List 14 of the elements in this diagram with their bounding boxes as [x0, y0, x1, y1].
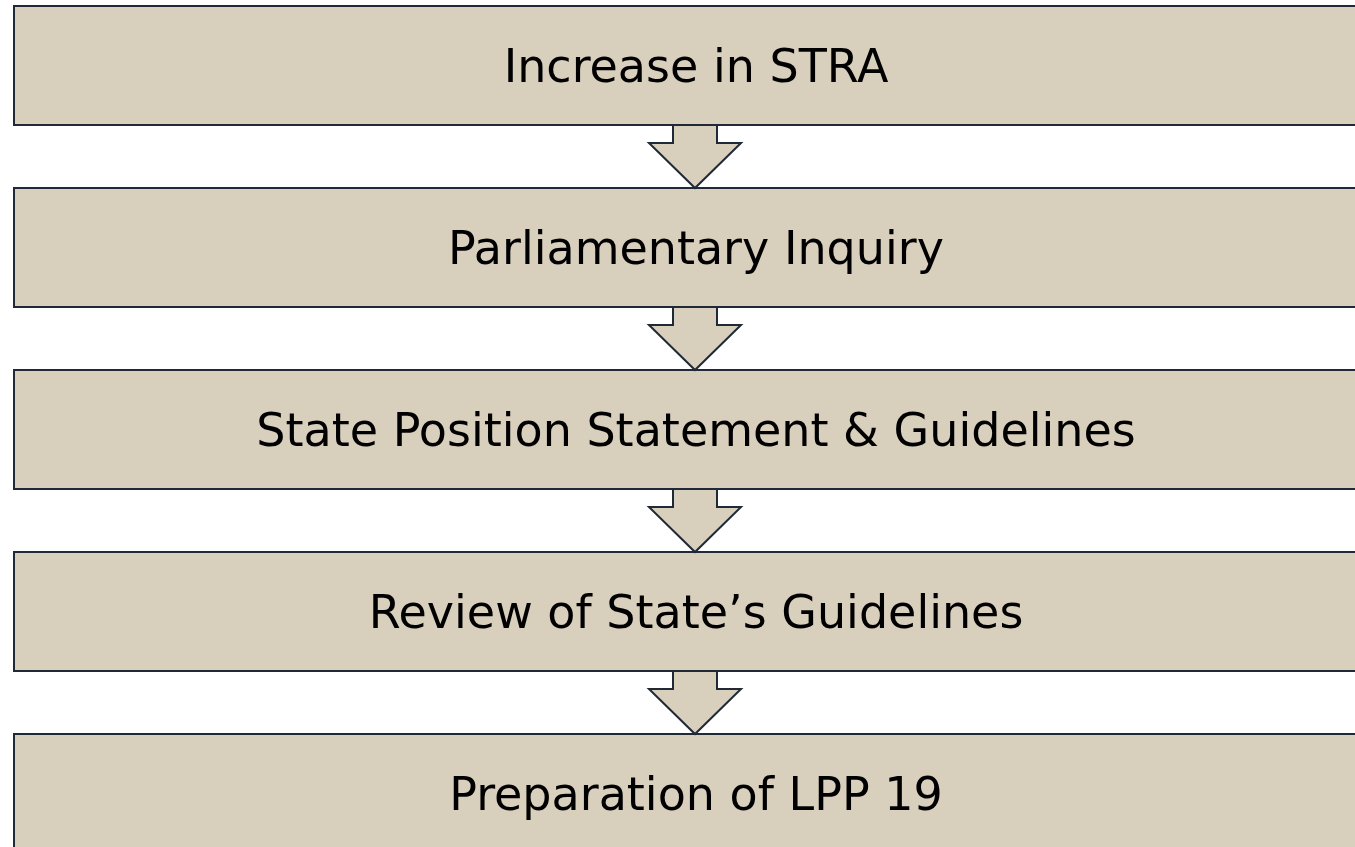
block-arrow [646, 670, 744, 736]
box-label: Parliamentary Inquiry [448, 220, 944, 275]
process-box [13, 551, 1355, 672]
block-arrow [646, 306, 744, 372]
block-arrow [646, 124, 744, 190]
box-label: Increase in STRA [503, 38, 889, 93]
process-box [13, 733, 1355, 847]
box-label: Preparation of LPP 19 [449, 766, 943, 821]
process-box [13, 5, 1355, 126]
process-box [13, 187, 1355, 308]
process-box [13, 369, 1355, 490]
block-arrow [646, 488, 744, 554]
box-label: Review of State’s Guidelines [368, 584, 1024, 639]
box-label: State Position Statement & Guidelines [256, 402, 1136, 457]
